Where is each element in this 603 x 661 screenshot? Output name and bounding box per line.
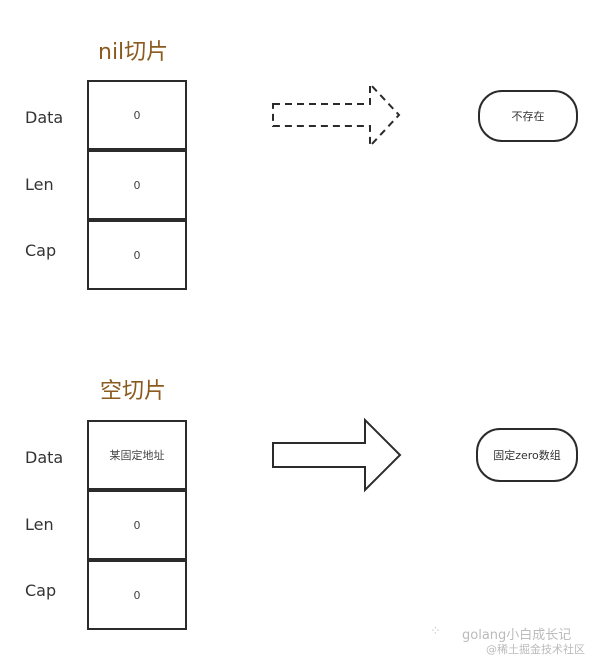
nil-data-cell: 0 (87, 80, 187, 150)
empty-cap-cell: 0 (87, 560, 187, 630)
empty-target-pill: 固定zero数组 (476, 428, 578, 482)
nil-target-pill: 不存在 (478, 90, 578, 142)
watermark-line2: @稀土掘金技术社区 (486, 643, 585, 656)
nil-len-label: Len (25, 175, 54, 194)
empty-cap-label: Cap (25, 581, 57, 600)
wechat-icon: ⁘ (430, 624, 441, 639)
empty-slice-title: 空切片 (100, 379, 167, 404)
nil-slice-title: nil切片 (98, 40, 169, 65)
solid-arrow-icon (272, 417, 402, 493)
watermark-line1: golang小白成长记 (462, 628, 572, 643)
empty-data-label: Data (25, 448, 64, 467)
empty-len-cell: 0 (87, 490, 187, 560)
nil-len-cell: 0 (87, 150, 187, 220)
nil-data-label: Data (25, 108, 64, 127)
nil-cap-label: Cap (25, 241, 57, 260)
empty-data-cell: 某固定地址 (87, 420, 187, 490)
nil-cap-cell: 0 (87, 220, 187, 290)
empty-len-label: Len (25, 515, 54, 534)
